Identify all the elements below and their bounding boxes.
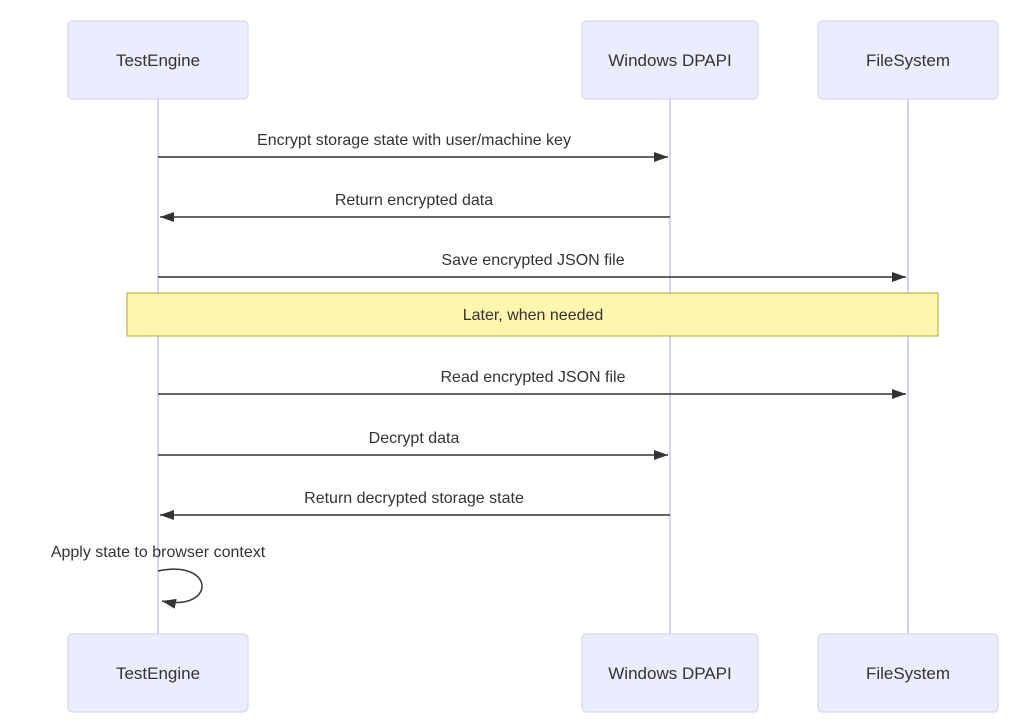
note-label: Later, when needed xyxy=(463,307,604,324)
note-box xyxy=(126,292,939,337)
message-label: Encrypt storage state with user/machine … xyxy=(257,132,571,149)
note-later-when-needed: Later, when needed xyxy=(126,292,939,337)
message-save-encrypted-json: Save encrypted JSON file xyxy=(158,252,906,282)
message-return-decrypted-storage-state: Return decrypted storage state xyxy=(160,490,670,520)
actor-box xyxy=(67,633,249,713)
actor-top-filesystem: FileSystem xyxy=(817,20,999,100)
message-label: Return encrypted data xyxy=(335,192,493,209)
actor-label: Windows DPAPI xyxy=(608,51,731,70)
actor-label: Windows DPAPI xyxy=(608,664,731,683)
message-encrypt-storage-state: Encrypt storage state with user/machine … xyxy=(158,132,668,162)
message-return-encrypted-data: Return encrypted data xyxy=(160,192,670,222)
actor-top-windows-dpapi: Windows DPAPI xyxy=(581,20,759,100)
message-label: Save encrypted JSON file xyxy=(441,252,624,269)
actor-bottom-windows-dpapi: Windows DPAPI xyxy=(581,633,759,713)
actor-label: TestEngine xyxy=(116,51,200,70)
actor-top-testengine: TestEngine xyxy=(67,20,249,100)
actor-box xyxy=(581,633,759,713)
actor-box xyxy=(817,633,999,713)
self-message-apply-state: Apply state to browser context xyxy=(51,544,266,609)
actor-box xyxy=(67,20,249,100)
actor-bottom-filesystem: FileSystem xyxy=(817,633,999,713)
message-label: Return decrypted storage state xyxy=(304,490,524,507)
actor-label: TestEngine xyxy=(116,664,200,683)
actor-label: FileSystem xyxy=(866,51,950,70)
actor-box xyxy=(581,20,759,100)
message-label: Read encrypted JSON file xyxy=(441,369,626,386)
actor-label: FileSystem xyxy=(866,664,950,683)
actor-bottom-testengine: TestEngine xyxy=(67,633,249,713)
actor-box xyxy=(817,20,999,100)
message-decrypt-data: Decrypt data xyxy=(158,430,668,460)
message-label: Apply state to browser context xyxy=(51,544,266,561)
message-label: Decrypt data xyxy=(369,430,460,447)
self-message-loop-arrow xyxy=(157,568,203,609)
message-read-encrypted-json: Read encrypted JSON file xyxy=(158,369,906,399)
